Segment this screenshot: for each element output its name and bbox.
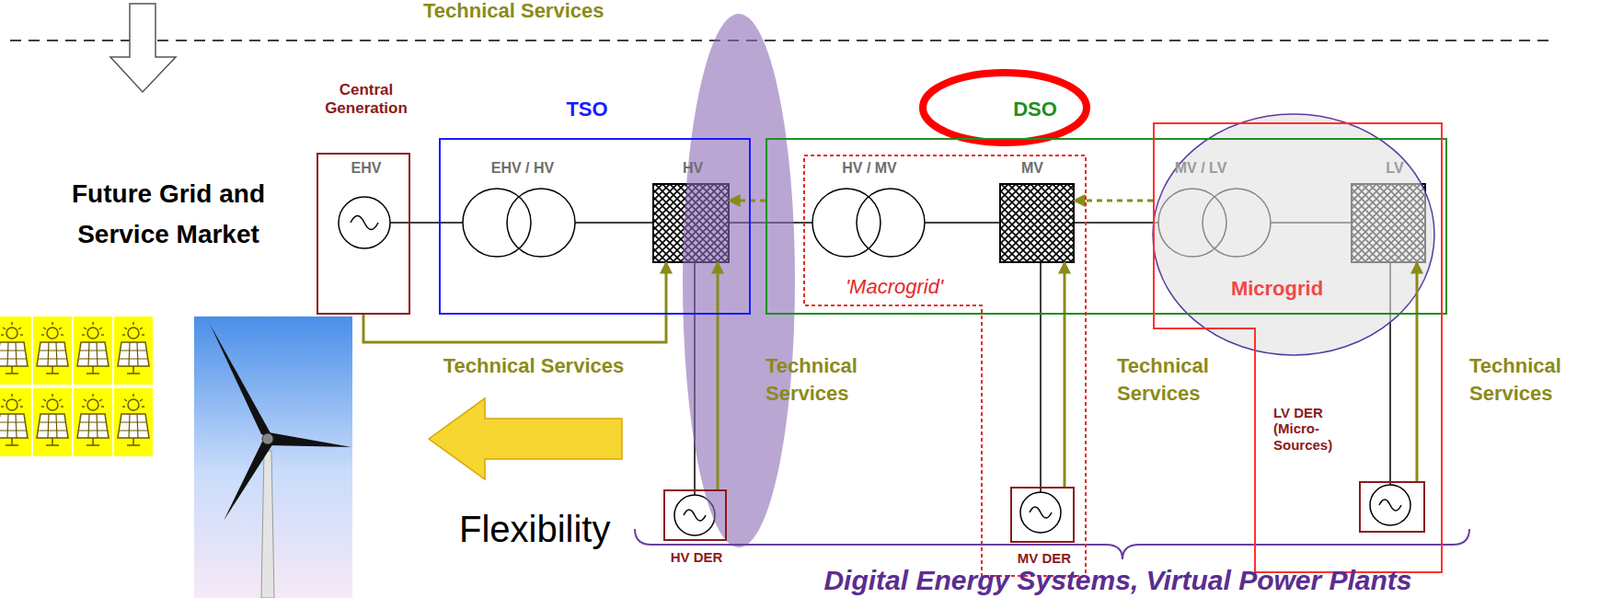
generation-box: Central GenerationEHV bbox=[316, 152, 411, 315]
text-slot: Technical Services bbox=[1116, 352, 1226, 407]
text-slot: LV bbox=[1385, 160, 1404, 177]
generator-wave bbox=[683, 509, 706, 521]
turbine-tower bbox=[261, 450, 275, 598]
busbar bbox=[1000, 184, 1074, 263]
turbine-hub bbox=[262, 433, 274, 445]
node-label: MV / LV bbox=[1174, 160, 1228, 177]
solar-icon bbox=[73, 388, 113, 457]
node-label: LV DER (Micro- Sources) bbox=[1273, 404, 1355, 453]
solar-icon bbox=[114, 388, 153, 457]
free-label: Digital Energy Systems, Virtual Power Pl… bbox=[823, 564, 1412, 598]
text-slot: Future Grid and Service Market bbox=[65, 173, 272, 255]
turbine-blade bbox=[223, 441, 274, 521]
dso-highlight bbox=[922, 72, 1087, 143]
service-arrow bbox=[1415, 262, 1419, 482]
generator-wave bbox=[350, 216, 379, 231]
node-label: LV bbox=[1385, 160, 1404, 177]
microgrid-outline-path bbox=[1153, 123, 1442, 573]
solar-icon bbox=[114, 316, 153, 385]
text-slot: 'Macrogrid' bbox=[845, 275, 944, 299]
text-slot: Microgrid bbox=[1231, 276, 1324, 300]
text-slot: Technical Services bbox=[1469, 352, 1578, 407]
market-divider bbox=[10, 39, 1552, 42]
node-label: EHV / HV bbox=[491, 160, 554, 177]
free-label: Future Grid and Service Market bbox=[65, 173, 272, 255]
turbine-blade bbox=[266, 432, 352, 448]
solar-icon bbox=[0, 316, 32, 385]
generator-wave bbox=[1379, 499, 1402, 511]
node-label: Microgrid bbox=[1231, 276, 1324, 300]
edge-label: Technical Services bbox=[765, 352, 875, 407]
free-label: Flexibility bbox=[459, 507, 611, 551]
generator-symbol bbox=[338, 196, 391, 249]
generator-symbol bbox=[1369, 484, 1411, 526]
free-label: Technical Services bbox=[423, 0, 605, 25]
text-slot: HV / MV bbox=[841, 160, 898, 177]
node-label: EHV bbox=[351, 160, 382, 177]
solar-icon bbox=[33, 388, 72, 457]
transformer-winding bbox=[856, 188, 925, 257]
node-label: HV DER bbox=[670, 549, 724, 565]
text-slot: Digital Energy Systems, Virtual Power Pl… bbox=[823, 564, 1412, 598]
transformer-winding bbox=[462, 188, 531, 257]
node-label: DSO bbox=[1012, 97, 1058, 121]
node-label: HV / MV bbox=[841, 160, 898, 177]
text-slot: MV DER bbox=[1017, 550, 1071, 566]
text-slot: HV DER bbox=[670, 549, 724, 565]
generator-symbol bbox=[1020, 492, 1061, 533]
text-slot: TSO bbox=[565, 97, 608, 121]
down-arrow bbox=[110, 3, 176, 93]
text-slot: MV / LV bbox=[1174, 160, 1228, 177]
text-slot: Central Generation bbox=[314, 80, 418, 117]
wind-turbine bbox=[194, 316, 353, 598]
interface-highlight bbox=[682, 13, 795, 548]
node-label: HV bbox=[682, 160, 703, 177]
text-slot: Technical Services bbox=[443, 352, 625, 380]
der-box: MV DER bbox=[1010, 486, 1075, 543]
solar-icon bbox=[73, 316, 113, 385]
node-label: 'Macrogrid' bbox=[845, 275, 944, 299]
microgrid-outline: MV / LV LV Microgrid LV DER (Micro- Sources… bbox=[1152, 122, 1443, 574]
tso-box: TSOEHV / HVHV bbox=[438, 138, 751, 315]
node-label: Central Generation bbox=[314, 80, 418, 117]
node-label: TSO bbox=[565, 97, 608, 121]
solar-icon bbox=[33, 316, 72, 385]
text-slot: MV bbox=[1021, 160, 1044, 177]
edge-label: Technical Services bbox=[443, 352, 625, 380]
feeder-wire bbox=[694, 262, 1391, 495]
flexibility-arrow bbox=[428, 398, 622, 480]
text-slot: Technical Services bbox=[765, 352, 875, 407]
der-box: HV DER bbox=[663, 489, 727, 542]
solar-icon bbox=[0, 388, 32, 457]
transformer-winding bbox=[506, 188, 576, 257]
edge-label: Technical Services bbox=[1116, 352, 1226, 407]
solar-panels bbox=[0, 316, 153, 457]
text-slot: DSO bbox=[1012, 97, 1058, 121]
microgrid-highlight bbox=[1152, 114, 1435, 356]
flow-arrow bbox=[728, 199, 766, 203]
sky-background bbox=[194, 316, 353, 598]
microgrid-outline-shape bbox=[1152, 122, 1443, 574]
transformer-winding bbox=[812, 188, 881, 257]
text-slot: Technical Services bbox=[423, 0, 605, 25]
text-slot: Flexibility bbox=[459, 507, 611, 551]
node-label: MV bbox=[1021, 160, 1044, 177]
generator-wave bbox=[1029, 506, 1052, 518]
dso-box: DSOHV / MVMV'Macrogrid'MV DERMV / LVLVMi… bbox=[765, 138, 1448, 315]
edge-label: Technical Services bbox=[1469, 352, 1578, 407]
text-slot: EHV bbox=[351, 160, 382, 177]
text-slot: LV DER (Micro- Sources) bbox=[1273, 404, 1355, 453]
text-slot: EHV / HV bbox=[491, 160, 554, 177]
der-box: LV DER (Micro- Sources) bbox=[1358, 481, 1426, 533]
turbine-blade bbox=[209, 323, 275, 440]
text-slot: HV bbox=[682, 160, 703, 177]
service-arrow bbox=[716, 262, 720, 490]
node-label: MV DER bbox=[1017, 550, 1071, 566]
service-arrow bbox=[1063, 262, 1067, 487]
